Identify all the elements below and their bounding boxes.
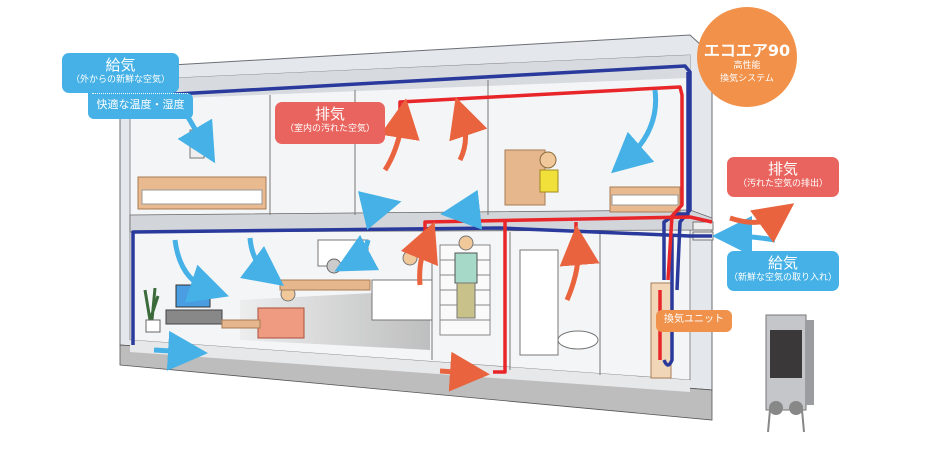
logo-tagline: 高性能 換気システム — [697, 60, 797, 86]
ventilation-unit-label: 換気ユニット — [664, 314, 724, 325]
exhaust-flow-arrows — [380, 97, 795, 392]
supply-indoor-callout: 給気 （外からの新鮮な空気） — [62, 53, 179, 93]
exhaust-indoor-subtitle: （室内の汚れた空気） — [284, 124, 375, 134]
house-shell — [119, 34, 714, 421]
ventilation-unit-product-image — [765, 314, 814, 433]
supply-outdoor-title: 給気 — [767, 254, 798, 272]
callout-divider — [92, 93, 188, 94]
supply-duct — [131, 64, 712, 367]
supply-indoor-title: 給気 — [105, 56, 136, 74]
exhaust-outdoor-title: 排気 — [767, 160, 798, 178]
logo-tagline-line2: 換気システム — [720, 74, 774, 84]
supply-indoor-note: 快適な温度・湿度 — [96, 98, 185, 111]
logo-tagline-line1: 高性能 — [733, 61, 761, 71]
supply-indoor-subtitle: （外からの新鮮な空気） — [70, 75, 170, 85]
logo-product-name: エコエア90 — [703, 41, 791, 60]
exhaust-indoor-callout: 排気 （室内の汚れた空気） — [275, 102, 385, 144]
exhaust-outdoor-callout: 排気 （汚れた空気の排出） — [727, 157, 839, 197]
supply-outdoor-callout: 給気 （新鮮な空気の取り入れ） — [727, 251, 839, 291]
ventilation-unit-callout: 換気ユニット — [656, 310, 732, 332]
exhaust-indoor-title: 排気 — [314, 105, 345, 123]
supply-indoor-note-callout: 快適な温度・湿度 — [88, 93, 193, 119]
eco-air-90-logo-badge: エコエア90 高性能 換気システム — [697, 7, 797, 107]
exhaust-outdoor-subtitle: （汚れた空気の排出） — [737, 179, 828, 189]
supply-outdoor-subtitle: （新鮮な空気の取り入れ） — [728, 273, 837, 283]
